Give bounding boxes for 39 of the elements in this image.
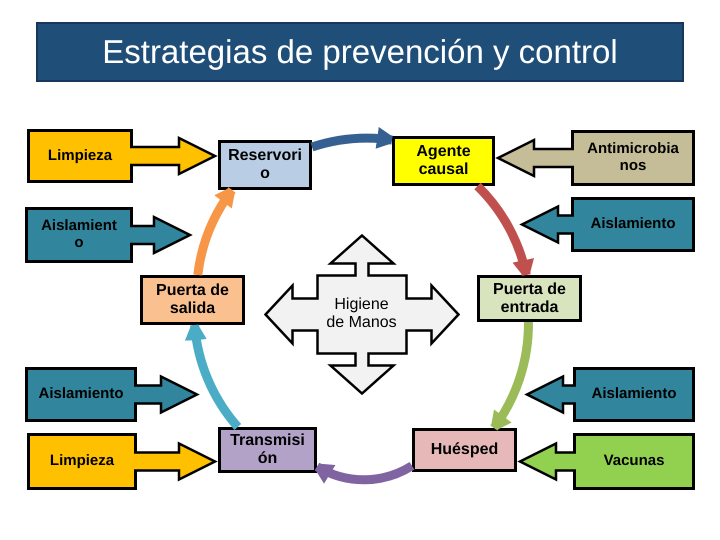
stage-label: Transmisi ón xyxy=(229,432,306,468)
stage-label: Agente causal xyxy=(415,143,472,179)
stage-box xyxy=(218,427,317,473)
measure-label: Higiene de Manos xyxy=(325,296,398,332)
block-arrow xyxy=(524,374,578,415)
measure-label: Limpieza xyxy=(50,453,114,470)
block-arrow xyxy=(495,138,576,178)
callout-box xyxy=(27,433,137,490)
measure-label: Aislamiento xyxy=(591,386,677,403)
quad-arrow-callout xyxy=(264,234,460,394)
block-arrow xyxy=(132,374,200,415)
measure-label: Antimicrobia nos xyxy=(586,141,680,175)
measure-label: Limpieza xyxy=(48,148,112,164)
title-banner: Estrategias de prevención y control xyxy=(36,22,684,82)
callout-box xyxy=(571,130,695,186)
stage-label: Puerta de salida xyxy=(155,282,230,318)
callout-box xyxy=(573,433,695,490)
measure-label: Aislamiento xyxy=(590,216,676,233)
measure-label: Vacunas xyxy=(604,453,664,470)
stage-box xyxy=(392,136,495,186)
stage-label: Huésped xyxy=(430,441,498,459)
block-arrow xyxy=(128,214,193,256)
stage-box xyxy=(140,275,245,325)
callout-box xyxy=(571,197,695,252)
stage-label: Reservori o xyxy=(227,147,303,183)
callout-box xyxy=(27,129,133,183)
block-arrow xyxy=(132,441,218,482)
block-arrow xyxy=(519,204,576,245)
callout-box xyxy=(25,367,137,422)
measure-label: Aislamient o xyxy=(40,218,118,252)
callout-box xyxy=(573,367,695,422)
stage-box xyxy=(412,428,517,472)
block-arrow xyxy=(128,136,218,176)
stage-label: Puerta de entrada xyxy=(492,280,567,316)
stage-box xyxy=(477,275,582,322)
measure-label: Aislamiento xyxy=(38,386,124,403)
stage-box xyxy=(218,140,312,190)
callout-box xyxy=(25,207,133,263)
block-arrow xyxy=(517,441,578,482)
